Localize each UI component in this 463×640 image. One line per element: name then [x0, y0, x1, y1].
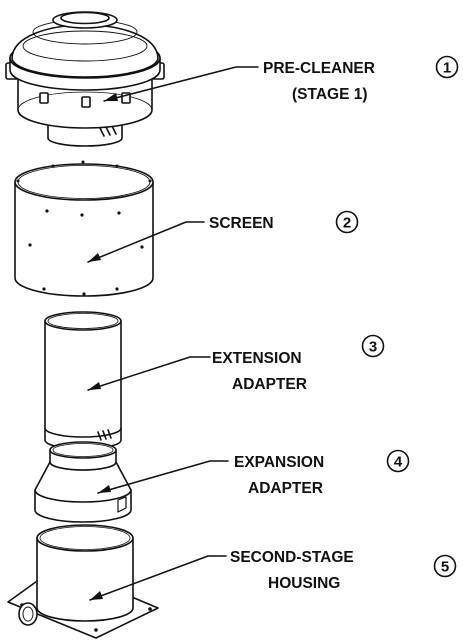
expansion-adapter-drawing: [34, 441, 132, 523]
leader-lines: [87, 66, 259, 601]
leader-line-3: [87, 356, 211, 391]
leader-line-2: [87, 221, 205, 263]
label-screen: SCREEN: [209, 215, 274, 232]
label-extension: EXTENSION: [212, 350, 302, 367]
label-stage-1: (STAGE 1): [292, 86, 368, 103]
second-stage-housing-drawing: [7, 524, 159, 639]
label-housing: HOUSING: [268, 575, 340, 592]
callout-4: EXPANSION ADAPTER 4: [234, 449, 410, 497]
leader-line-4: [97, 460, 229, 494]
pre-cleaner-drawing: [5, 11, 165, 147]
callout-3: EXTENSION ADAPTER 3: [212, 334, 385, 393]
callout-number-1: 1: [443, 60, 451, 77]
callout-1: PRE-CLEANER (STAGE 1) 1: [263, 55, 459, 103]
callout-number-2: 2: [343, 215, 351, 232]
screen-drawing: [14, 160, 154, 297]
leader-line-1: [103, 66, 259, 102]
callout-5: SECOND-STAGE HOUSING 5: [230, 549, 457, 592]
label-extension-adapter: ADAPTER: [232, 376, 307, 393]
label-pre-cleaner: PRE-CLEANER: [263, 60, 375, 77]
callout-number-3: 3: [369, 339, 377, 356]
callout-number-4: 4: [394, 454, 403, 471]
callout-2: SCREEN 2: [209, 210, 359, 234]
label-expansion-adapter: ADAPTER: [248, 480, 323, 497]
label-expansion: EXPANSION: [234, 454, 324, 471]
label-second-stage: SECOND-STAGE: [230, 549, 354, 566]
leader-arrowheads: [88, 93, 118, 600]
leader-line-5: [89, 555, 227, 601]
extension-adapter-drawing: [44, 311, 122, 450]
callout-number-5: 5: [441, 559, 449, 576]
